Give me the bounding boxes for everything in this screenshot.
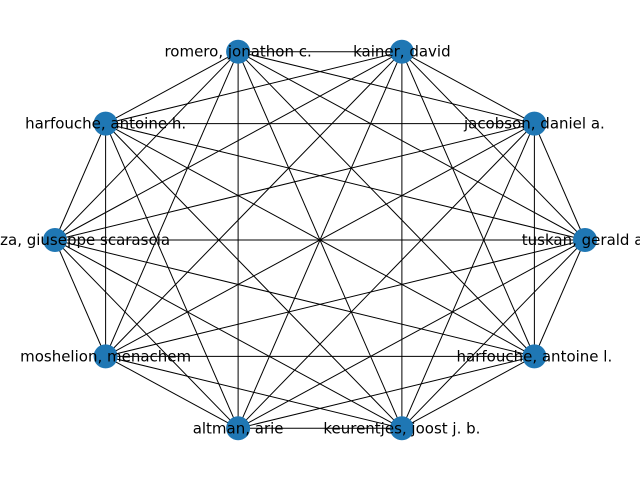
edge-mugnozza-keurentjes — [54, 239, 403, 429]
edge-mugnozza-harfouche-l — [54, 239, 535, 357]
edge-harfouche-h-harfouche-l — [105, 123, 535, 357]
node-moshelion — [93, 344, 118, 369]
nodes-layer — [43, 39, 597, 441]
node-harfouche-l — [522, 344, 547, 369]
node-label-altman: altman, arie — [193, 419, 284, 437]
node-label-tuskan: tuskan, gerald a. — [522, 231, 640, 249]
edge-altman-harfouche-l — [237, 355, 535, 429]
node-harfouche-h — [93, 111, 118, 136]
edge-harfouche-h-keurentjes — [105, 123, 403, 429]
node-label-moshelion: moshelion, menachem — [20, 347, 191, 365]
node-label-jacobson: jacobson, daniel a. — [463, 115, 605, 133]
edge-keurentjes-harfouche-l — [401, 355, 535, 429]
edges-layer — [54, 51, 586, 429]
edge-romero-moshelion — [105, 51, 239, 357]
edge-harfouche-h-mugnozza — [54, 123, 107, 241]
node-label-keurentjes: keurentjes, joost j. b. — [323, 419, 480, 437]
edge-mugnozza-altman — [54, 239, 239, 429]
edge-tuskan-altman — [237, 239, 586, 429]
edge-kainer-harfouche-l — [401, 51, 535, 357]
node-tuskan — [573, 228, 597, 252]
node-mugnozza — [43, 228, 67, 252]
node-keurentjes — [389, 416, 414, 441]
edge-jacobson-keurentjes — [401, 123, 535, 429]
node-kainer — [389, 39, 414, 64]
edge-moshelion-keurentjes — [105, 355, 403, 429]
edge-harfouche-h-altman — [105, 123, 239, 429]
node-altman — [226, 416, 251, 441]
edge-romero-harfouche-h — [105, 51, 239, 125]
node-label-mugnozza: mugnozza, giuseppe scarascia — [0, 231, 170, 249]
node-label-harfouche-l: harfouche, antoine l. — [457, 347, 613, 365]
edge-jacobson-kainer — [401, 51, 535, 125]
node-jacobson — [522, 111, 547, 136]
edge-tuskan-romero — [237, 51, 586, 241]
edge-tuskan-jacobson — [533, 123, 586, 241]
labels-layer: tuskan, gerald a. jacobson, daniel a. kain… — [0, 43, 640, 438]
node-label-harfouche-h: harfouche, antoine h. — [25, 115, 186, 133]
node-romero — [226, 39, 251, 64]
node-label-romero: romero, jonathon c. — [164, 43, 311, 61]
node-label-kainer: kainer, david — [353, 43, 451, 61]
edge-romero-harfouche-l — [237, 51, 535, 357]
edge-tuskan-harfouche-l — [533, 239, 586, 357]
edge-moshelion-altman — [105, 355, 239, 429]
edge-kainer-mugnozza — [54, 51, 403, 241]
edge-mugnozza-moshelion — [54, 239, 107, 357]
